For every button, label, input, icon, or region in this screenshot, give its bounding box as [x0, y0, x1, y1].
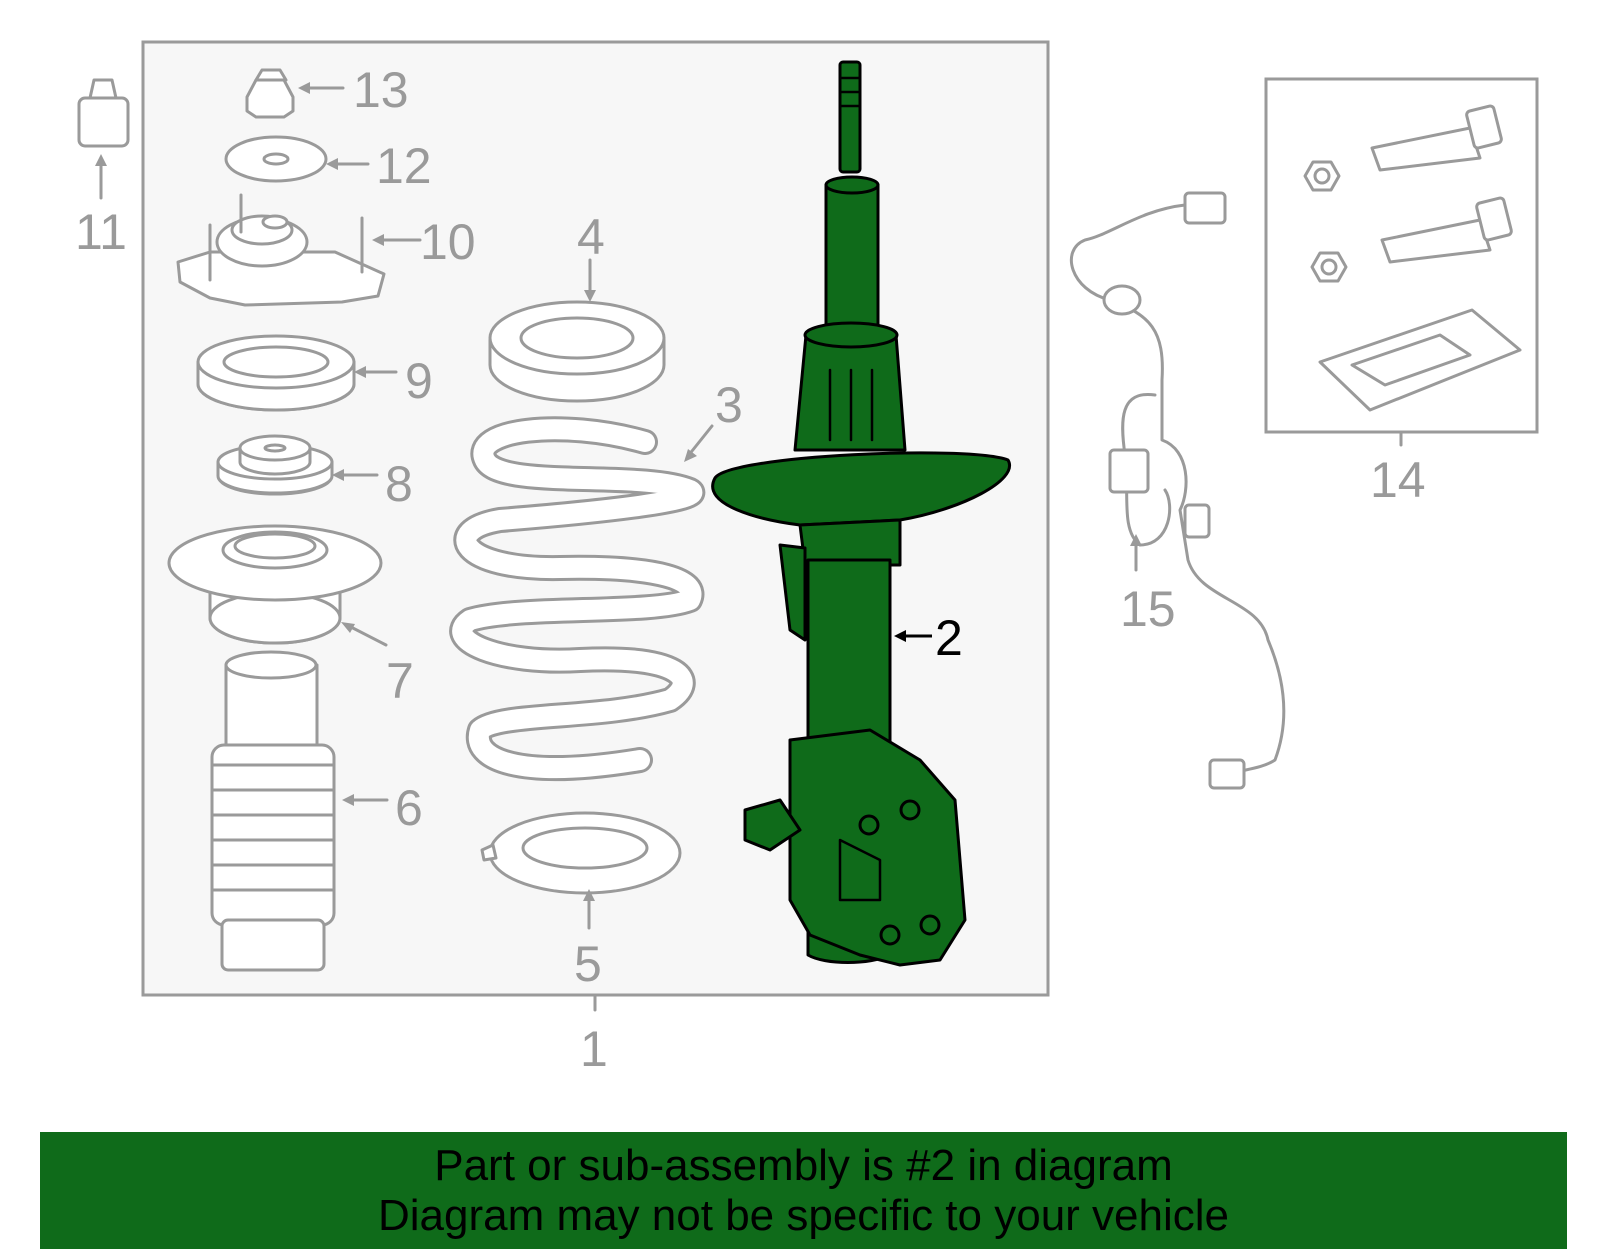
part-15-sensor-harness[interactable] [1069, 191, 1286, 790]
banner-line-1: Part or sub-assembly is #2 in diagram [434, 1140, 1173, 1190]
callout-8: 8 [385, 456, 413, 512]
info-banner: Part or sub-assembly is #2 in diagram Di… [40, 1132, 1567, 1249]
callout-15: 15 [1120, 581, 1176, 637]
part-3-coil-spring[interactable] [449, 416, 706, 782]
callout-9: 9 [405, 353, 433, 409]
part-9-bearing[interactable] [196, 334, 356, 412]
part-6-dust-boot[interactable] [210, 650, 336, 972]
part-13-nut[interactable] [245, 68, 295, 119]
callout-2: 2 [935, 610, 963, 666]
part-8-seat[interactable] [216, 434, 334, 496]
callout-11: 11 [75, 204, 127, 260]
part-11-nut[interactable] [77, 78, 130, 148]
part-2-strut-assembly[interactable] [711, 60, 1012, 967]
part-5-lower-insulator[interactable] [480, 811, 682, 895]
callout-3: 3 [715, 377, 743, 433]
callout-5: 5 [574, 936, 602, 992]
callout-1: 1 [580, 1021, 608, 1077]
callout-7: 7 [386, 653, 414, 709]
part-14-hardware-kit[interactable] [1303, 104, 1522, 412]
part-4-upper-seat[interactable] [488, 300, 666, 403]
callout-12: 12 [376, 138, 432, 194]
part-7-spring-seat[interactable] [167, 524, 383, 645]
callout-14: 14 [1370, 452, 1426, 508]
callout-10: 10 [420, 214, 476, 270]
callout-4: 4 [577, 209, 605, 265]
part-10-strut-mount[interactable] [176, 193, 386, 307]
banner-line-2: Diagram may not be specific to your vehi… [377, 1190, 1230, 1240]
callout-6: 6 [395, 780, 423, 836]
callout-13: 13 [353, 62, 409, 118]
part-12-washer[interactable] [224, 135, 328, 183]
